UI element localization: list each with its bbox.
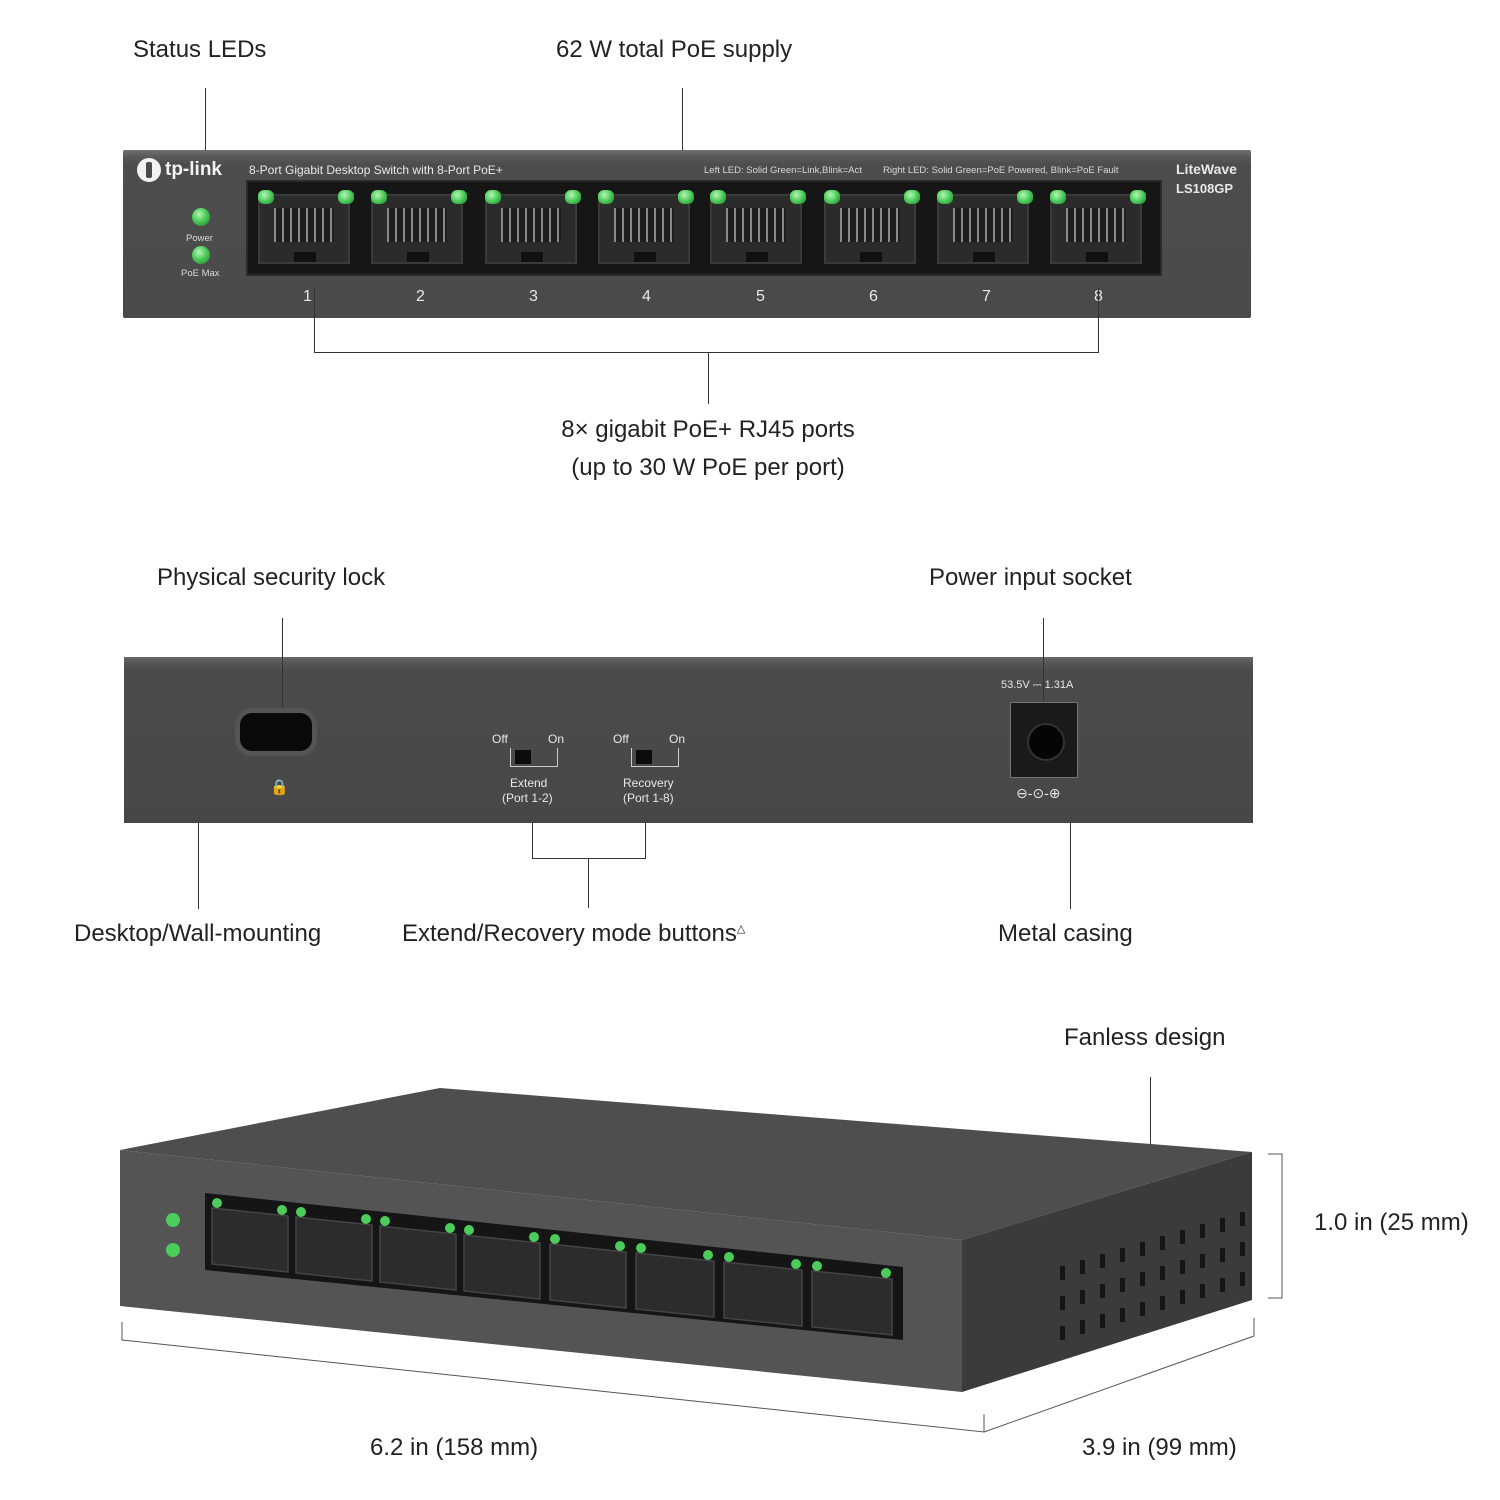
callout-poe-supply: 62 W total PoE supply bbox=[556, 36, 793, 63]
bracket-mode-right bbox=[645, 823, 646, 858]
device-title: 8-Port Gigabit Desktop Switch with 8-Por… bbox=[249, 163, 503, 177]
rj45-ports-3d bbox=[211, 1207, 893, 1336]
rj45-port-4 bbox=[598, 194, 690, 264]
extend-switch-name: Extend bbox=[510, 776, 548, 790]
dimension-depth: 3.9 in (99 mm) bbox=[1082, 1434, 1237, 1461]
rj45-port-7 bbox=[937, 194, 1029, 264]
polarity-icon: ⊖-⊙-⊕ bbox=[1016, 785, 1061, 801]
poe-max-led-3d bbox=[166, 1243, 180, 1257]
extend-switch-scope: (Port 1-2) bbox=[502, 791, 553, 805]
port-led bbox=[790, 190, 806, 204]
extend-on-label: On bbox=[548, 732, 565, 746]
port-led bbox=[1050, 190, 1066, 204]
bracket-mode-base bbox=[532, 858, 646, 859]
port-led bbox=[485, 190, 501, 204]
callout-metal-casing: Metal casing bbox=[998, 920, 1133, 947]
rj45-port-3 bbox=[485, 194, 577, 264]
leader-power-socket bbox=[1043, 618, 1044, 736]
port-led bbox=[451, 190, 467, 204]
port-led bbox=[565, 190, 581, 204]
top-surface bbox=[120, 1088, 1252, 1240]
callout-fanless: Fanless design bbox=[1064, 1024, 1226, 1051]
rj45-port-5 bbox=[710, 194, 802, 264]
rj45-port-8 bbox=[1050, 194, 1142, 264]
port-number-5: 5 bbox=[756, 288, 765, 305]
switch-knob bbox=[515, 750, 531, 764]
power-led-label: Power bbox=[186, 233, 213, 244]
bracket-right bbox=[1098, 288, 1099, 352]
port-led bbox=[338, 190, 354, 204]
port-number-7: 7 bbox=[982, 288, 991, 305]
extend-switch[interactable] bbox=[510, 748, 558, 767]
power-rating: 53.5V ⎓ 1.31A bbox=[1001, 679, 1074, 691]
port-led bbox=[937, 190, 953, 204]
port-led bbox=[678, 190, 694, 204]
port-number-3: 3 bbox=[529, 288, 538, 305]
leader-mode-buttons bbox=[588, 858, 589, 908]
brand-logo: tp-link bbox=[137, 158, 222, 182]
port-led bbox=[1017, 190, 1033, 204]
bracket-base bbox=[314, 352, 1099, 353]
port-number-4: 4 bbox=[642, 288, 651, 305]
vent-slots bbox=[1060, 1212, 1245, 1340]
side-surface bbox=[962, 1152, 1252, 1392]
leader-security-lock bbox=[282, 618, 283, 730]
callout-power-socket: Power input socket bbox=[929, 564, 1132, 591]
port-led bbox=[371, 190, 387, 204]
security-lock-slot bbox=[240, 713, 312, 751]
power-led-3d bbox=[166, 1213, 180, 1227]
switch-3d-view bbox=[120, 1088, 1283, 1433]
leader-ports bbox=[708, 352, 709, 404]
callout-mode-buttons: Extend/Recovery mode buttons△ bbox=[402, 920, 746, 947]
port-led bbox=[824, 190, 840, 204]
callout-security-lock: Physical security lock bbox=[157, 564, 386, 591]
switch-knob bbox=[636, 750, 652, 764]
recovery-off-label: Off bbox=[613, 732, 629, 746]
left-led-note: Left LED: Solid Green=Link,Blink=Act bbox=[704, 165, 862, 176]
port-number-1: 1 bbox=[303, 288, 312, 305]
leader-status-leds bbox=[205, 88, 206, 208]
rj45-port-1 bbox=[258, 194, 350, 264]
lock-icon: 🔒 bbox=[270, 779, 289, 796]
port-led bbox=[904, 190, 920, 204]
recovery-switch-name: Recovery bbox=[623, 776, 674, 790]
extend-off-label: Off bbox=[492, 732, 508, 746]
poe-max-led-label: PoE Max bbox=[181, 268, 220, 279]
dimension-width: 6.2 in (158 mm) bbox=[370, 1434, 539, 1461]
recovery-on-label: On bbox=[669, 732, 686, 746]
recovery-switch-scope: (Port 1-8) bbox=[623, 791, 674, 805]
callout-mounting: Desktop/Wall-mounting bbox=[74, 920, 322, 947]
dimension-lines bbox=[121, 1153, 1283, 1433]
right-led-note: Right LED: Solid Green=PoE Powered, Blin… bbox=[883, 165, 1119, 176]
model-number: LS108GP bbox=[1176, 181, 1234, 196]
port-led bbox=[710, 190, 726, 204]
leader-mounting bbox=[198, 823, 199, 909]
port-strip bbox=[246, 180, 1162, 276]
callout-status-leds: Status LEDs bbox=[133, 36, 267, 63]
rj45-port-6 bbox=[824, 194, 916, 264]
power-led bbox=[192, 208, 210, 226]
recovery-switch[interactable] bbox=[631, 748, 679, 767]
rj45-port-2 bbox=[371, 194, 463, 264]
bracket-mode-left bbox=[532, 823, 533, 858]
port-led bbox=[598, 190, 614, 204]
port-led bbox=[1130, 190, 1146, 204]
port-leds-3d bbox=[212, 1198, 891, 1278]
port-number-6: 6 bbox=[869, 288, 878, 305]
poe-max-led bbox=[192, 246, 210, 264]
leader-metal-casing bbox=[1070, 823, 1071, 909]
port-number-2: 2 bbox=[416, 288, 425, 305]
callout-ports: 8× gigabit PoE+ RJ45 ports (up to 30 W P… bbox=[561, 416, 855, 481]
bracket-left bbox=[314, 288, 315, 352]
port-led bbox=[258, 190, 274, 204]
dimension-height: 1.0 in (25 mm) bbox=[1314, 1209, 1469, 1236]
dc-power-socket[interactable] bbox=[1010, 702, 1078, 778]
leader-poe-supply bbox=[682, 88, 683, 158]
tplink-logo-icon bbox=[137, 158, 161, 182]
series-logo: LiteWave bbox=[1176, 161, 1237, 177]
